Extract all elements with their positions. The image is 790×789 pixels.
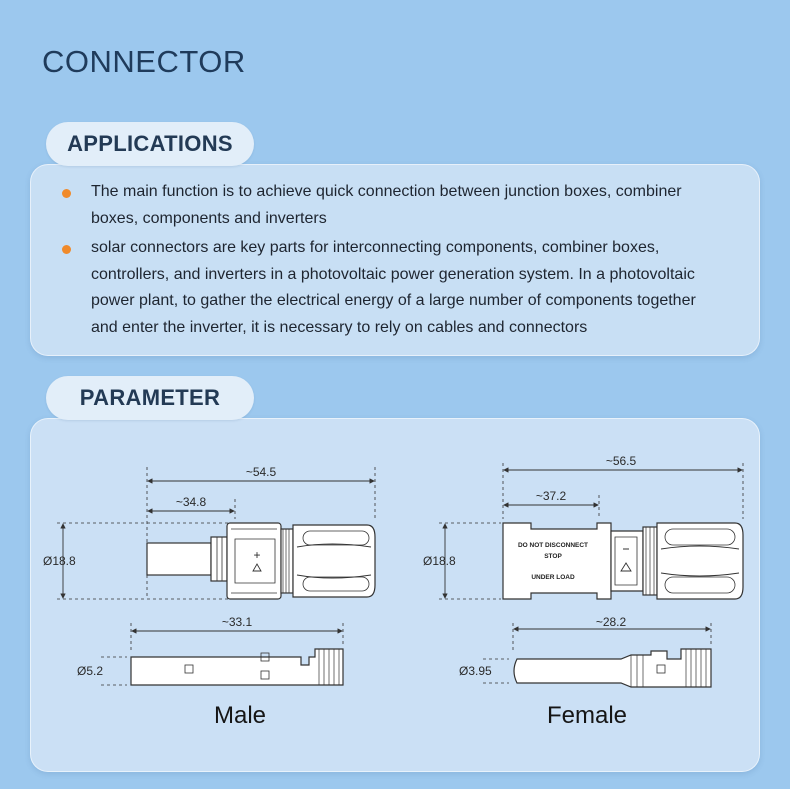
female-inner-length: ~37.2 bbox=[536, 489, 567, 503]
list-item-text: The main function is to achieve quick co… bbox=[91, 183, 682, 227]
applications-heading: APPLICATIONS bbox=[46, 122, 254, 166]
female-overall-length: ~56.5 bbox=[606, 454, 637, 468]
list-item: solar connectors are key parts for inter… bbox=[62, 235, 723, 341]
svg-text:+: + bbox=[253, 548, 260, 562]
page-title: CONNECTOR bbox=[42, 44, 246, 79]
female-warning-line1: DO NOT DISCONNECT bbox=[518, 542, 588, 549]
female-connector-drawing bbox=[439, 463, 744, 688]
applications-panel: The main function is to achieve quick co… bbox=[30, 164, 760, 356]
parameter-panel: + ~54.5 ~34.8 Ø18.8 ~33.1 Ø5.2 bbox=[30, 418, 760, 772]
male-pin-diameter: Ø5.2 bbox=[77, 664, 103, 678]
male-diameter: Ø18.8 bbox=[43, 554, 76, 568]
bullet-dot-icon bbox=[62, 189, 71, 198]
male-connector-drawing: + bbox=[57, 467, 376, 686]
male-caption: Male bbox=[213, 702, 267, 729]
bullet-dot-icon bbox=[62, 245, 71, 254]
female-caption: Female bbox=[546, 702, 628, 729]
female-diameter: Ø18.8 bbox=[423, 554, 456, 568]
male-inner-length: ~34.8 bbox=[176, 495, 207, 509]
list-item: The main function is to achieve quick co… bbox=[62, 179, 723, 232]
female-pin-length: ~28.2 bbox=[596, 615, 627, 629]
male-pin-length: ~33.1 bbox=[222, 615, 253, 629]
male-overall-length: ~54.5 bbox=[246, 465, 277, 479]
female-pin-diameter: Ø3.95 bbox=[459, 664, 492, 678]
connector-drawings: + ~54.5 ~34.8 Ø18.8 ~33.1 Ø5.2 bbox=[43, 454, 744, 688]
female-warning-line3: UNDER LOAD bbox=[531, 574, 575, 581]
female-warning-line2: STOP bbox=[544, 553, 562, 560]
list-item-text: solar connectors are key parts for inter… bbox=[91, 239, 696, 336]
parameter-heading: PARAMETER bbox=[46, 376, 254, 420]
